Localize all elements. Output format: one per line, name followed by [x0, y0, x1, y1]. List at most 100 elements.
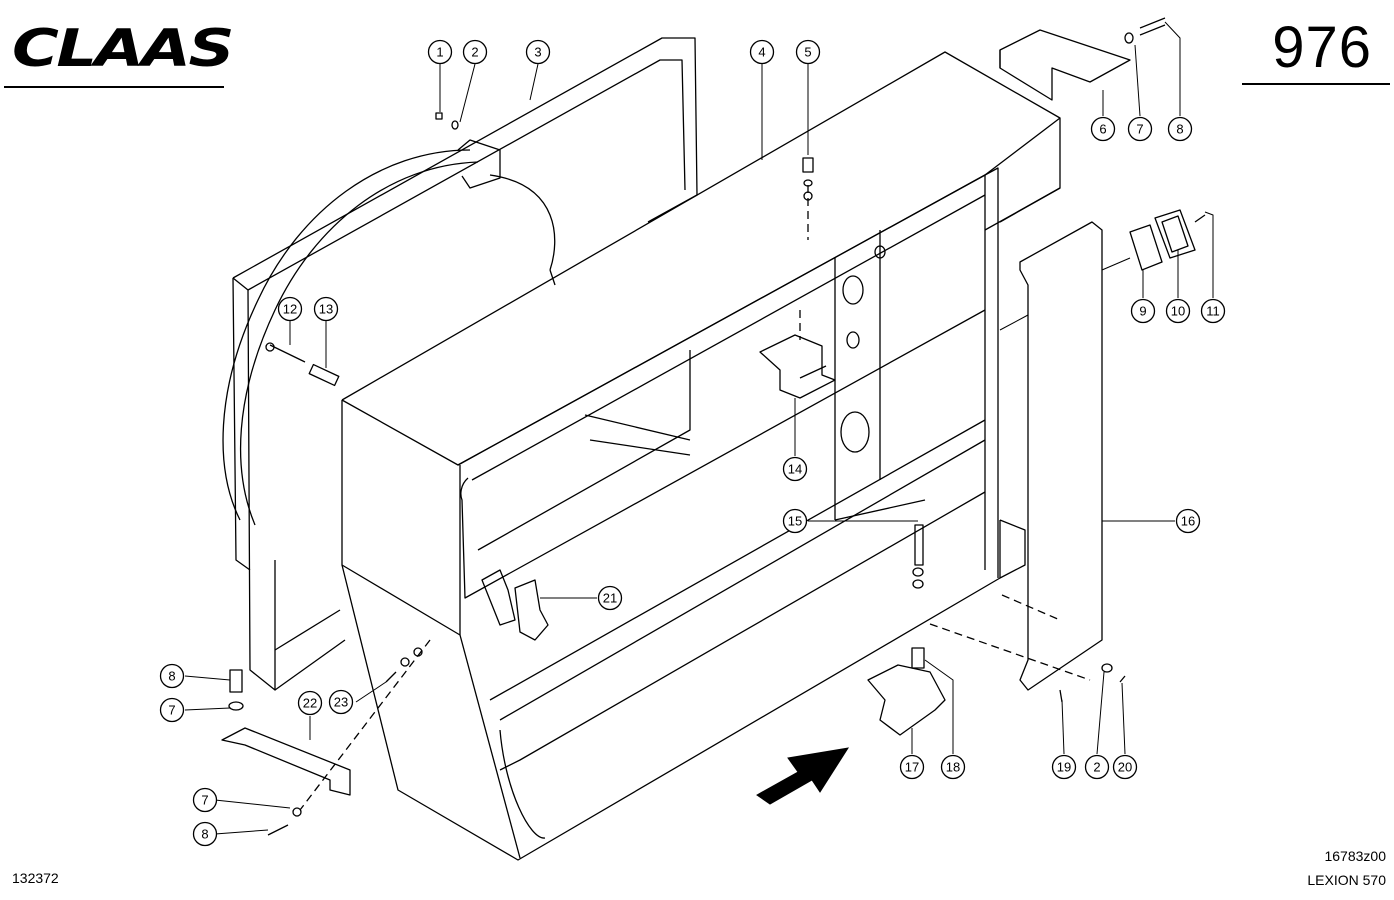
- document-number: 132372: [12, 870, 59, 886]
- callout-label: 12: [283, 302, 297, 317]
- callout-label: 15: [788, 514, 802, 529]
- callout-circle: [1200, 298, 1226, 324]
- fasteners: [228, 17, 1206, 836]
- callout-circle: [328, 689, 354, 715]
- clamp-bracket: [481, 569, 549, 641]
- callout-circle: [749, 39, 775, 65]
- callout-label: 13: [319, 302, 333, 317]
- support-bracket: [867, 664, 946, 736]
- callout-8: 8: [192, 821, 218, 847]
- callout-19: 19: [1051, 754, 1077, 780]
- drawing-number: 16783z00: [1324, 848, 1386, 864]
- radiator-housing: [341, 51, 1061, 861]
- callout-5: 5: [795, 39, 821, 65]
- callout-label: 16: [1181, 514, 1195, 529]
- callout-17: 17: [899, 754, 925, 780]
- callout-14: 14: [782, 456, 808, 482]
- callout-label: 2: [471, 45, 478, 60]
- callout-10: 10: [1165, 298, 1191, 324]
- callout-circle: [899, 754, 925, 780]
- callout-label: 7: [1136, 122, 1143, 137]
- callout-circle: [277, 296, 303, 322]
- callout-label: 3: [534, 45, 541, 60]
- leader-lines: [184, 21, 1214, 835]
- callout-label: 23: [334, 695, 348, 710]
- callout-circle: [427, 39, 453, 65]
- callout-7: 7: [159, 697, 185, 723]
- callout-circle: [297, 690, 323, 716]
- callout-label: 8: [168, 669, 175, 684]
- callout-7: 7: [192, 787, 218, 813]
- callout-circle: [159, 663, 185, 689]
- model-name: LEXION 570: [1307, 872, 1386, 888]
- header-rule-right: [1242, 83, 1390, 85]
- side-cover-plate: [1019, 221, 1103, 691]
- callout-label: 17: [905, 760, 919, 775]
- callout-18: 18: [940, 754, 966, 780]
- callout-3: 3: [525, 39, 551, 65]
- callout-11: 11: [1200, 298, 1226, 324]
- callout-label: 7: [168, 703, 175, 718]
- page-number: 976: [1272, 15, 1372, 80]
- callout-16: 16: [1175, 508, 1201, 534]
- assembly-lines: [299, 185, 1091, 811]
- callout-22: 22: [297, 690, 323, 716]
- fan-shroud-ring: [222, 149, 556, 526]
- callout-8: 8: [159, 663, 185, 689]
- callout-7: 7: [1127, 116, 1153, 142]
- callout-circle: [1084, 754, 1110, 780]
- shroud-frame: [232, 37, 698, 691]
- side-plate-holes: [840, 245, 886, 453]
- airflow-arrow-icon: [756, 747, 850, 805]
- callout-label: 6: [1099, 122, 1106, 137]
- callout-9: 9: [1130, 298, 1156, 324]
- callout-circle: [782, 508, 808, 534]
- header-rule-left: [4, 86, 224, 88]
- callout-circle: [597, 585, 623, 611]
- callout-circle: [1090, 116, 1116, 142]
- callout-2: 2: [1084, 754, 1110, 780]
- claas-logo-text: CLAAS: [12, 20, 232, 72]
- callout-15: 15: [782, 508, 808, 534]
- callout-circle: [795, 39, 821, 65]
- callout-4: 4: [749, 39, 775, 65]
- callout-circle: [1112, 754, 1138, 780]
- callout-circle: [192, 787, 218, 813]
- callout-label: 5: [804, 45, 811, 60]
- callout-label: 11: [1206, 304, 1220, 319]
- callout-label: 2: [1093, 760, 1100, 775]
- callout-circle: [782, 456, 808, 482]
- callout-label: 7: [201, 793, 208, 808]
- callout-21: 21: [597, 585, 623, 611]
- top-bracket: [999, 29, 1131, 101]
- callout-label: 4: [758, 45, 765, 60]
- callout-13: 13: [313, 296, 339, 322]
- callout-6: 6: [1090, 116, 1116, 142]
- callout-circle: [1165, 298, 1191, 324]
- claas-logo: CLAAS: [12, 20, 234, 72]
- callout-2: 2: [462, 39, 488, 65]
- callout-circle: [1175, 508, 1201, 534]
- callout-circle: [313, 296, 339, 322]
- callout-8: 8: [1167, 116, 1193, 142]
- callout-circle: [1167, 116, 1193, 142]
- callout-label: 14: [788, 462, 802, 477]
- callout-label: 18: [946, 760, 960, 775]
- callout-23: 23: [328, 689, 354, 715]
- callout-label: 8: [1176, 122, 1183, 137]
- callout-label: 10: [1171, 304, 1185, 319]
- callout-circle: [462, 39, 488, 65]
- callout-label: 8: [201, 827, 208, 842]
- callout-circle: [1051, 754, 1077, 780]
- callout-label: 1: [436, 45, 443, 60]
- callout-circle: [159, 697, 185, 723]
- callout-12: 12: [277, 296, 303, 322]
- gasket-and-plate: [1129, 209, 1196, 271]
- callout-label: 19: [1057, 760, 1071, 775]
- callout-20: 20: [1112, 754, 1138, 780]
- callout-label: 20: [1118, 760, 1132, 775]
- callout-circle: [1127, 116, 1153, 142]
